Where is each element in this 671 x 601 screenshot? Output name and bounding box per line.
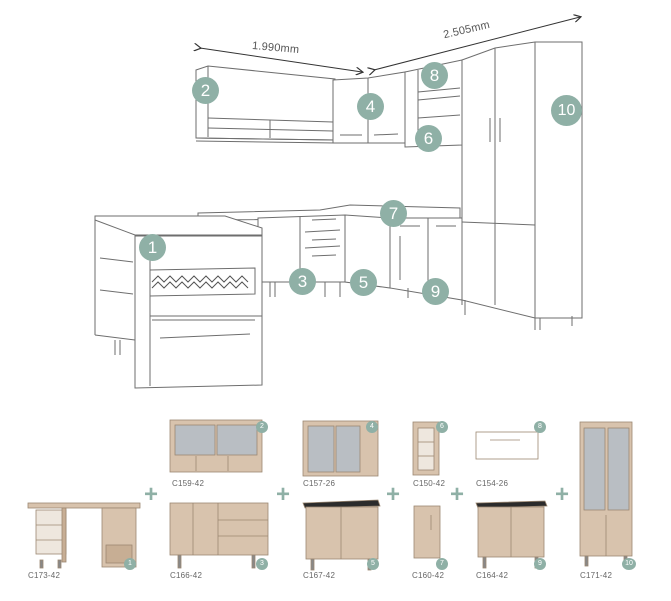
- module-badge-4: 4: [357, 93, 384, 120]
- module-badge-6: 6: [415, 125, 442, 152]
- module-c171-tall: [579, 421, 633, 567]
- module-num-badge-7: 7: [436, 558, 448, 570]
- module-badge-3: 3: [289, 268, 316, 295]
- dimension-line-right: [374, 17, 580, 70]
- plus-sign-5: +: [555, 481, 570, 508]
- module-badge-9: 9: [422, 278, 449, 305]
- module-c167-corner: [302, 499, 381, 571]
- module-catalog: [27, 419, 633, 571]
- module-code-c154: C154-26: [476, 479, 509, 488]
- island-cabinet-1: [94, 215, 263, 389]
- module-code-c160: C160-42: [412, 571, 445, 580]
- module-c166-base: [169, 502, 269, 569]
- module-code-c173: C173-42: [28, 571, 61, 580]
- module-num-badge-1: 1: [124, 558, 136, 570]
- module-c150-narrow: [412, 421, 440, 476]
- module-c160-narrow-base: [413, 505, 441, 559]
- module-num-badge-8: 8: [534, 421, 546, 433]
- module-badge-5: 5: [350, 269, 377, 296]
- module-num-badge-10: 10: [622, 558, 636, 570]
- module-num-badge-6: 6: [436, 421, 448, 433]
- module-code-c164: C164-42: [476, 571, 509, 580]
- plus-sign-1: +: [144, 481, 159, 508]
- module-badge-10: 10: [551, 95, 582, 126]
- module-code-c159: C159-42: [172, 479, 205, 488]
- module-code-c157: C157-26: [303, 479, 336, 488]
- module-badge-7: 7: [380, 200, 407, 227]
- module-c159-wall-glass: [169, 419, 263, 473]
- module-code-c166: C166-42: [170, 571, 203, 580]
- dimension-line-left: [200, 48, 362, 72]
- module-code-c171: C171-42: [580, 571, 613, 580]
- module-num-badge-3: 3: [256, 558, 268, 570]
- upper-cabinet-2: [195, 65, 336, 144]
- legs: [269, 282, 466, 315]
- plus-sign-2: +: [276, 481, 291, 508]
- module-code-c167: C167-42: [303, 571, 336, 580]
- module-c154-hood: [475, 431, 539, 460]
- module-badge-8: 8: [421, 62, 448, 89]
- module-code-c150: C150-42: [413, 479, 446, 488]
- module-c157-wall: [302, 420, 379, 477]
- module-badge-2: 2: [192, 77, 219, 104]
- plus-sign-4: +: [450, 481, 465, 508]
- module-badge-1: 1: [139, 234, 166, 261]
- module-num-badge-2: 2: [256, 421, 268, 433]
- module-num-badge-5: 5: [367, 558, 379, 570]
- plus-sign-3: +: [386, 481, 401, 508]
- module-num-badge-4: 4: [366, 421, 378, 433]
- tall-cabinet-10: [461, 41, 583, 330]
- kitchen-line-drawing: [94, 0, 583, 389]
- module-num-badge-9: 9: [534, 558, 546, 570]
- module-c173-desk: [27, 502, 141, 569]
